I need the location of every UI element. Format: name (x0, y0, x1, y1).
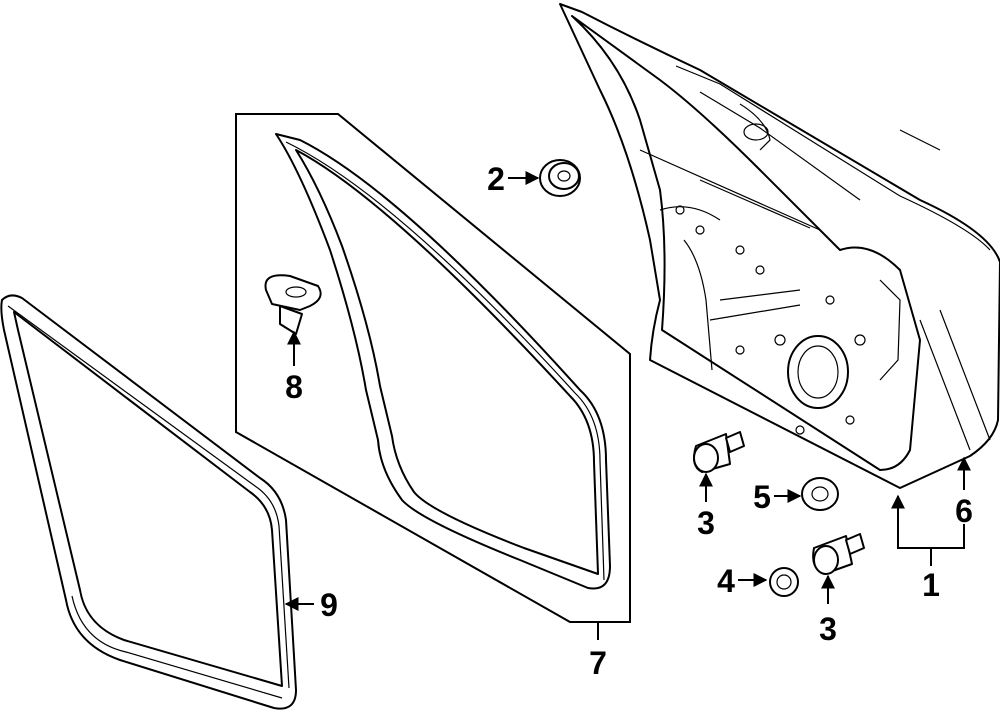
door-seal-outer-part-9 (0, 294, 297, 710)
leader-lines (284, 171, 971, 640)
callout-3-upper: 3 (697, 505, 715, 541)
leader-1-bracket (897, 520, 965, 549)
washer-part-4 (769, 567, 799, 597)
callout-labels: 2 8 9 7 3 3 5 4 6 1 (285, 161, 973, 681)
callout-7: 7 (589, 645, 607, 681)
seal-group-box-part-7 (235, 113, 631, 623)
grommet-part-2 (539, 159, 581, 197)
callout-9: 9 (320, 587, 338, 623)
hinge-lower-part-3 (812, 533, 865, 575)
front-door-shell-part-1 (559, 3, 1000, 489)
bumper-part-5 (801, 477, 839, 511)
callout-8: 8 (285, 369, 303, 405)
callout-5: 5 (753, 479, 771, 515)
callout-6: 6 (955, 493, 973, 529)
hinge-upper-part-3 (693, 431, 745, 473)
callout-3-lower: 3 (819, 611, 837, 647)
clip-part-8 (264, 274, 322, 335)
callout-2: 2 (487, 161, 505, 197)
callout-4: 4 (717, 563, 735, 599)
door-seal-inner-part-7 (275, 133, 611, 590)
callout-1: 1 (922, 567, 940, 603)
leader-7 (570, 621, 599, 640)
